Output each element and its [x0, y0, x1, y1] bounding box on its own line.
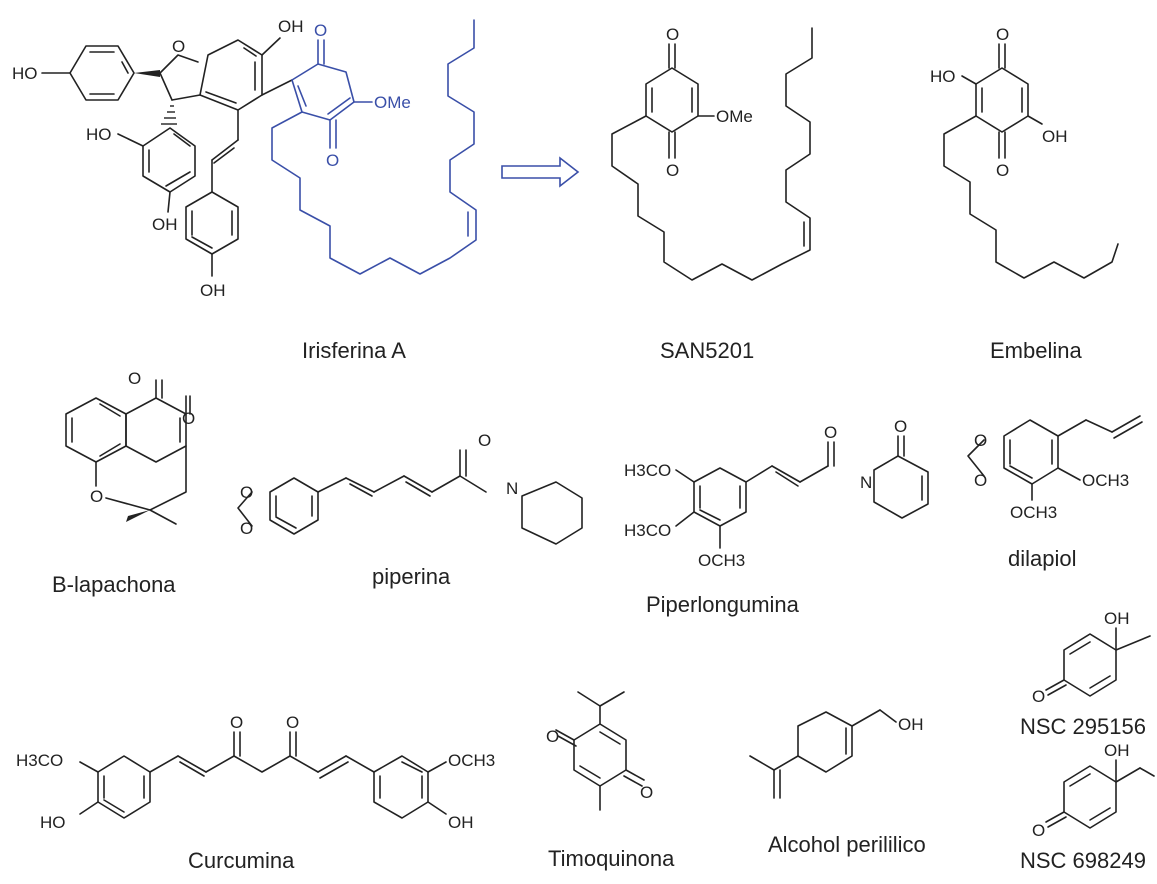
structure-timoquinona: O O [546, 691, 653, 811]
atom-label-ome: OMe [716, 107, 753, 126]
compound-name-alcohol-perililico: Alcohol perililico [768, 832, 926, 857]
atom-label-h3co: H3CO [16, 751, 63, 770]
atom-label-n: N [860, 473, 872, 492]
structure-curcumina: H3CO HO O O OCH3 OH [16, 713, 495, 832]
atom-label-h3co: H3CO [624, 521, 671, 540]
atom-label-och3: OCH3 [1082, 471, 1129, 490]
compound-name-piperina: piperina [372, 564, 451, 589]
structure-alcohol-perililico: OH [749, 709, 924, 799]
atom-label-o: O [824, 423, 837, 442]
atom-label-o: O [546, 727, 559, 746]
atom-label-ho: HO [40, 813, 66, 832]
atom-label-o: O [286, 713, 299, 732]
compound-name-nsc-295156: NSC 295156 [1020, 714, 1146, 739]
atom-label-o: O [974, 471, 987, 490]
compound-name-embelina: Embelina [990, 338, 1082, 363]
atom-label-oh: OH [1104, 741, 1130, 760]
atom-label-o: O [1032, 821, 1045, 840]
atom-label-ome: OMe [374, 93, 411, 112]
atom-label-o: O [230, 713, 243, 732]
atom-label-oh: OH [448, 813, 474, 832]
structure-embelina: O O HO OH [930, 25, 1119, 279]
atom-label-h3co: H3CO [624, 461, 671, 480]
atom-label-och3: OCH3 [698, 551, 745, 570]
atom-label-oh: OH [278, 17, 304, 36]
compound-name-piperlongumina: Piperlongumina [646, 592, 800, 617]
atom-label-o: O [1032, 687, 1045, 706]
atom-label-o: O [974, 431, 987, 450]
atom-label-oh: OH [200, 281, 226, 300]
atom-label-o: O [182, 409, 195, 428]
compound-name-dilapiol: dilapiol [1008, 546, 1077, 571]
structure-piperina: O O O N [237, 431, 583, 545]
atom-label-o: O [240, 483, 253, 502]
atom-label-o: O [640, 783, 653, 802]
compound-name-san5201: SAN5201 [660, 338, 754, 363]
atom-label-o: O [240, 519, 253, 538]
atom-label-o: O [996, 161, 1009, 180]
atom-label-ho: HO [86, 125, 112, 144]
atom-label-ho: HO [12, 64, 38, 83]
atom-label-oh: OH [152, 215, 178, 234]
atom-label-oh: OH [1104, 609, 1130, 628]
atom-label-och3: OCH3 [1010, 503, 1057, 522]
atom-label-o: O [326, 151, 339, 170]
atom-label-o: O [314, 21, 327, 40]
structure-nsc-295156: OH O [1032, 609, 1151, 706]
atom-label-och3: OCH3 [448, 751, 495, 770]
hollow-right-arrow-icon [501, 156, 580, 188]
structure-san5201: O O OMe [611, 25, 813, 281]
compound-name-timoquinona: Timoquinona [548, 846, 675, 871]
compound-name-irisferina-a: Irisferina A [302, 338, 406, 363]
atom-label-oh: OH [898, 715, 924, 734]
atom-label-o: O [172, 37, 185, 56]
atom-label-o: O [90, 487, 103, 506]
compound-name-b-lapachona: B-lapachona [52, 572, 176, 597]
structure-dilapiol: O O OCH3 OCH3 [967, 415, 1143, 522]
atom-label-oh: OH [1042, 127, 1068, 146]
atom-label-o: O [894, 417, 907, 436]
structure-piperlongumina: H3CO H3CO OCH3 O O N [624, 417, 929, 570]
atom-label-o: O [666, 25, 679, 44]
atom-label-ho: HO [930, 67, 956, 86]
atom-label-n: N [506, 479, 518, 498]
atom-label-o: O [666, 161, 679, 180]
atom-label-o: O [478, 431, 491, 450]
atom-label-o: O [128, 369, 141, 388]
compound-name-curcumina: Curcumina [188, 848, 295, 873]
structure-b-lapachona: O O O [65, 369, 195, 525]
compound-name-nsc-698249: NSC 698249 [1020, 848, 1146, 873]
structure-irisferina-a: HO O OH HO OH OH O O OMe [12, 17, 477, 300]
atom-label-o: O [996, 25, 1009, 44]
structure-nsc-698249: OH O [1032, 741, 1155, 840]
